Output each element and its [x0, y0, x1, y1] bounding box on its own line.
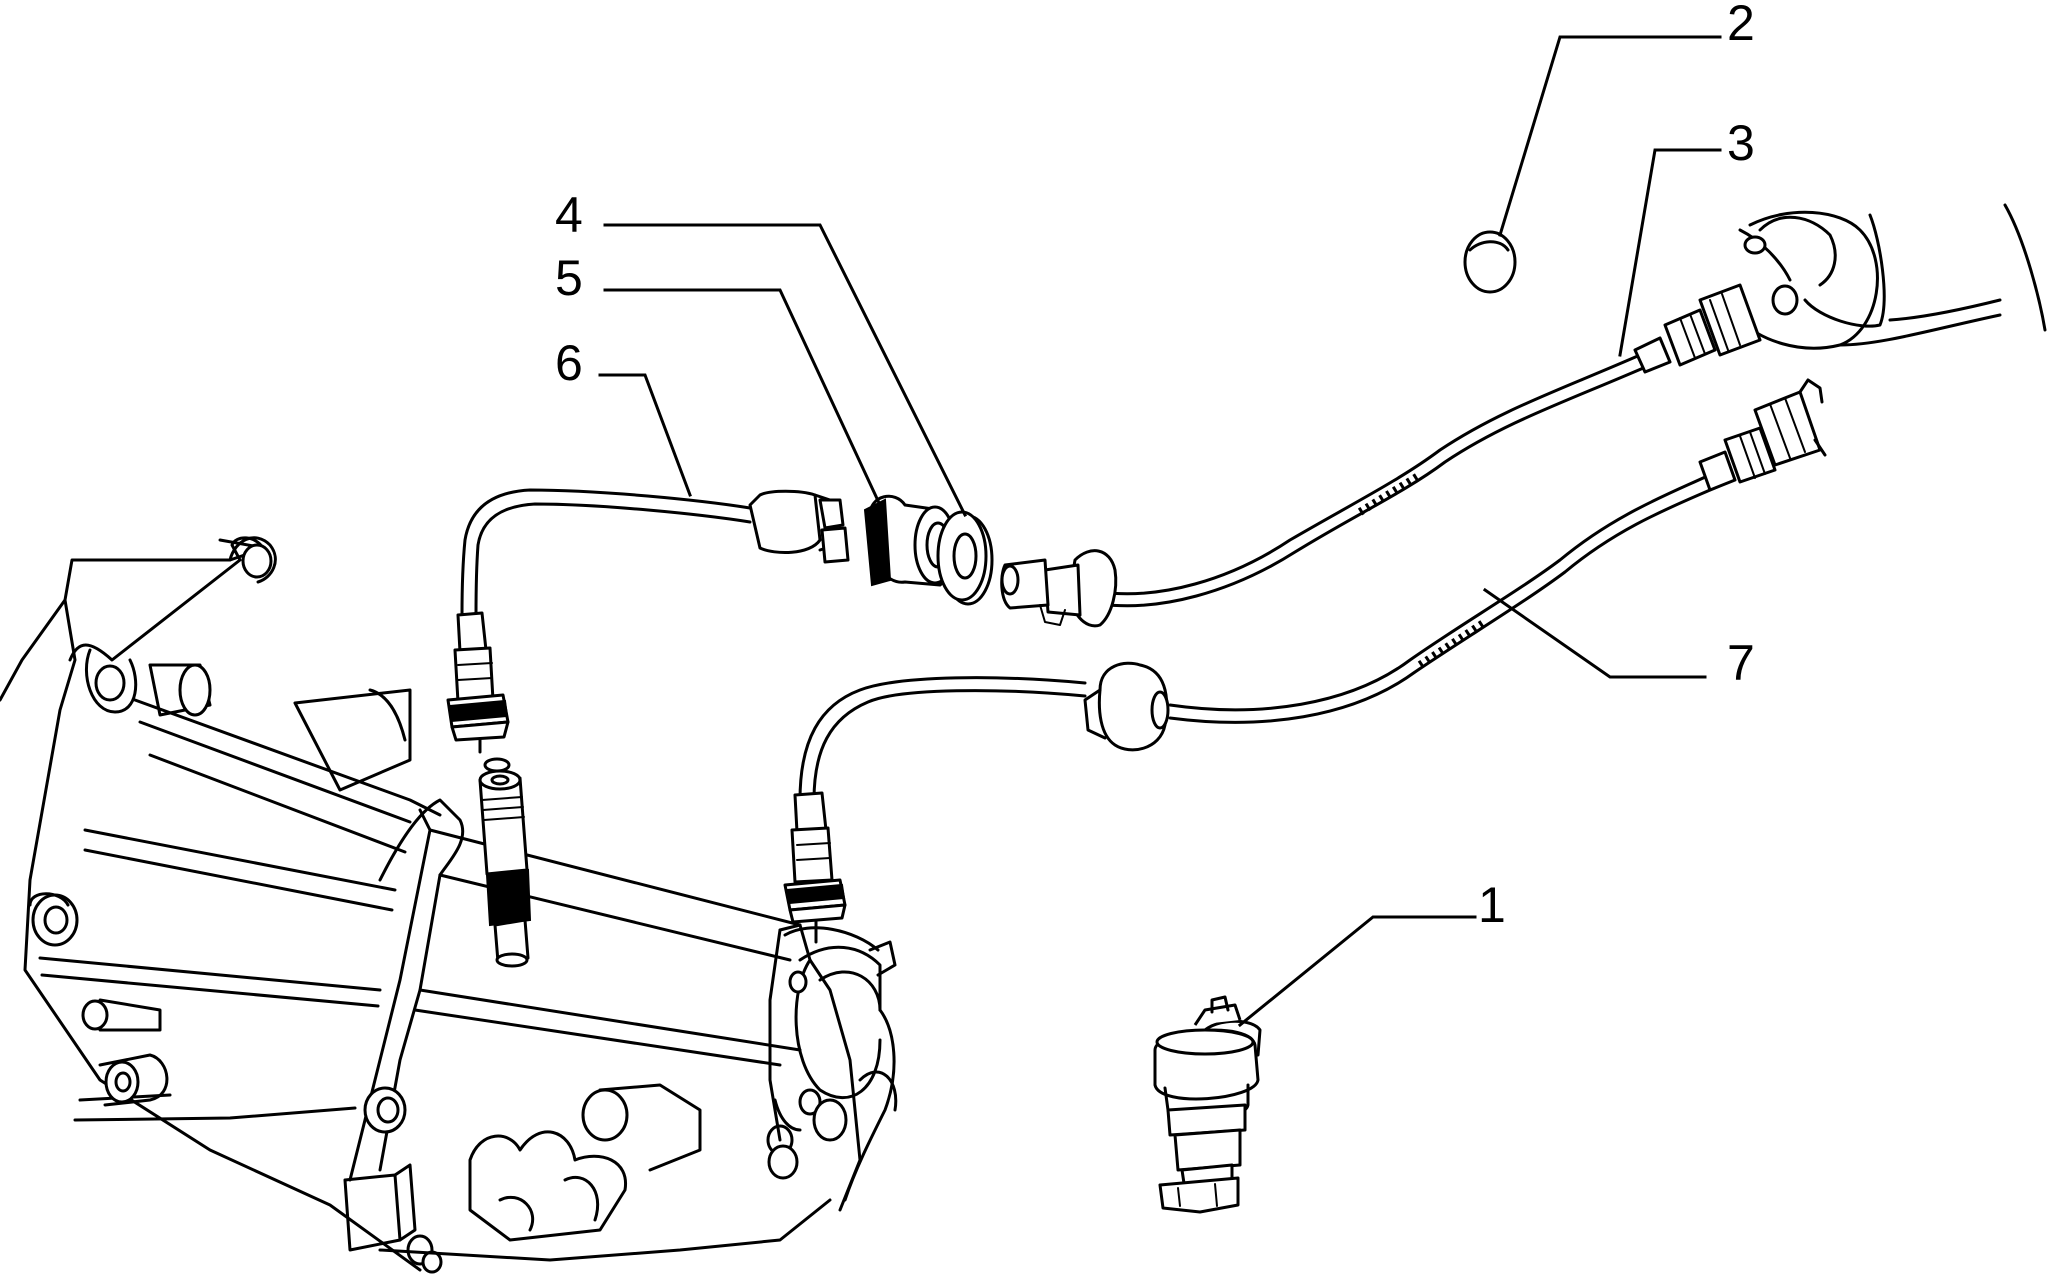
speedometer-cable-lower	[783, 378, 1827, 944]
callout-7: 7	[1727, 635, 1755, 691]
callout-2: 2	[1727, 0, 1755, 51]
callout-6: 6	[555, 335, 583, 391]
gearbox-housing	[0, 536, 898, 1274]
speed-sensor-part-1	[1153, 995, 1262, 1214]
speedometer-cable-upper	[1000, 283, 1762, 628]
callout-1: 1	[1478, 877, 1506, 933]
speedometer-instrument-back	[1738, 203, 2047, 350]
callout-4: 4	[555, 187, 583, 243]
callout-3: 3	[1727, 115, 1755, 171]
leader-lines	[598, 35, 1722, 1028]
washer-part-4	[936, 510, 994, 606]
callout-labels: 2 3 4 5 6 7 1	[555, 0, 1755, 933]
cable-part-6	[446, 488, 850, 968]
callout-5: 5	[555, 250, 583, 306]
cap-part-2	[1463, 230, 1517, 294]
